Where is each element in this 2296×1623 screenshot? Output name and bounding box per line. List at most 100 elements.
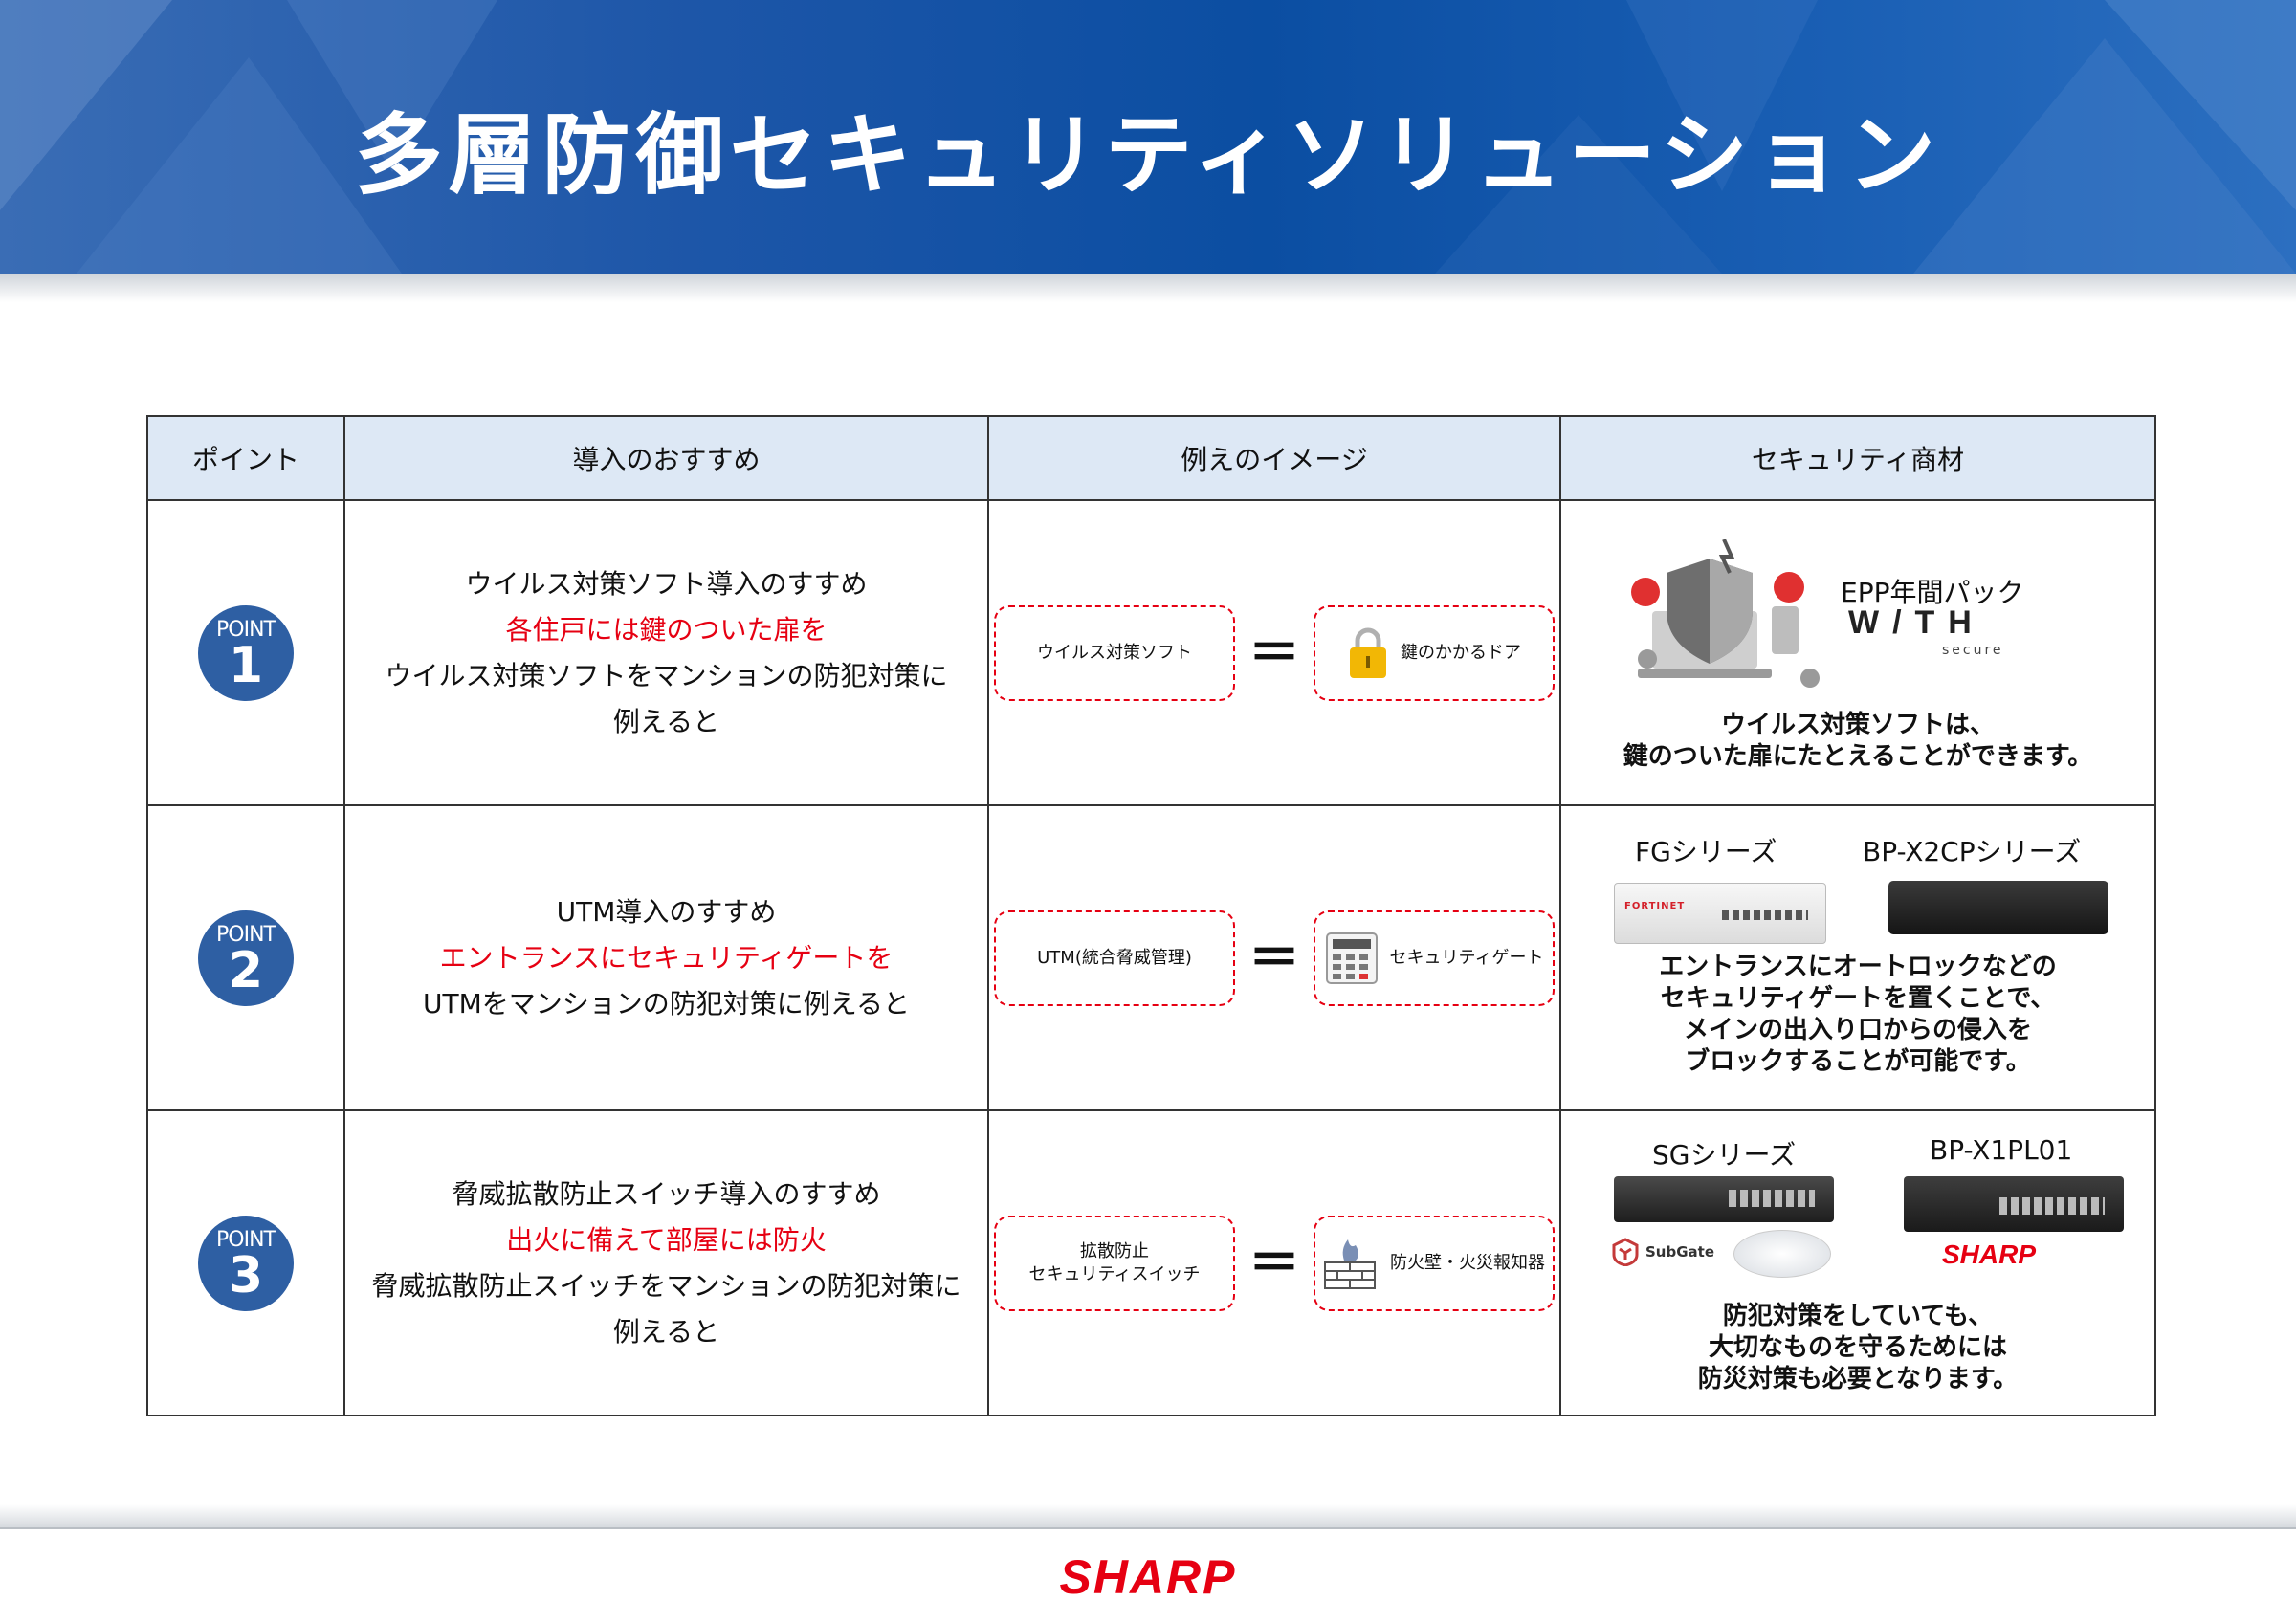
rec-line: 例えると [612,705,720,737]
product-name-sg: SGシリーズ [1652,1139,1797,1171]
rec-highlight: 出火に備えて部屋には防火 [506,1223,827,1256]
product-cell: EPP年間パック W/TH secure ウイルス対策ソフトは、 鍵のついた扉に… [1559,499,2156,806]
product-name-bpx2cp: BP-X2CPシリーズ [1863,836,2082,867]
analogy-right-label: セキュリティゲート [1389,947,1544,968]
point-cell: POINT 1 [146,499,345,806]
analogy-left-label: 拡散防止 [1080,1240,1149,1261]
analogy-left-box: ウイルス対策ソフト [994,604,1235,701]
footer-divider [0,1527,2296,1529]
padlock-icon [1350,627,1386,678]
subgate-shield-icon [1612,1238,1639,1266]
caption-line: ウイルス対策ソフトは、 [1720,711,1995,739]
shield-virus-icon [1631,539,1820,688]
badge-number: 1 [228,636,264,694]
product-caption: エントランスにオートロックなどの セキュリティゲートを置くことで、 メインの出入… [1561,952,2154,1078]
recommendation-text: UTM導入のすすめ エントランスにセキュリティゲートを UTMをマンションの防犯… [345,889,987,1027]
page-title: 多層防御セキュリティソリューション [354,104,1942,207]
product-cell: SGシリーズ BP-X1PL01 SubGate SHARP [1559,1109,2156,1416]
badge-label: POINT [216,922,276,947]
sg-device-image [1614,1176,1834,1222]
rec-line: UTMをマンションの防犯対策に例えると [423,987,910,1020]
header-banner: 多層防御セキュリティソリューション [0,0,2296,274]
header-point: ポイント [146,415,345,501]
analogy-right-box: 防火壁・火災報知器 [1314,1215,1555,1311]
analogy-left-box: 拡散防止 セキュリティスイッチ [994,1215,1235,1311]
header-shadow [0,274,2296,302]
subgate-logo: SubGate [1611,1238,1714,1266]
point-cell: POINT 3 [146,1109,345,1416]
analogy-left-label: セキュリティスイッチ [1028,1263,1201,1284]
equals-sign: ＝ [1248,927,1300,988]
badge-label: POINT [216,617,276,642]
equals-sign: ＝ [1248,1232,1300,1293]
header-image: 例えのイメージ [987,415,1561,501]
caption-line: 大切なものを守るためには [1708,1333,2007,1362]
analogy-right-box: 鍵のかかるドア [1314,604,1555,701]
product-caption: ウイルス対策ソフトは、 鍵のついた扉にたとえることができます。 [1561,710,2154,773]
analogy-right-box: セキュリティゲート [1314,910,1555,1006]
rec-line: 例えると [612,1315,720,1348]
sharp-logo-small: SHARP [1942,1239,2037,1269]
firewall-icon [1324,1239,1376,1289]
product-name-bpx1pl01: BP-X1PL01 [1930,1134,2073,1166]
recommendation-text: ウイルス対策ソフト導入のすすめ 各住戸には鍵のついた扉を ウイルス対策ソフトをマ… [345,561,987,745]
image-cell: ウイルス対策ソフト ＝ 鍵のかかるドア [987,499,1561,806]
brand-with: W/TH [1848,604,1985,641]
analogy-row: ウイルス対策ソフト ＝ 鍵のかかるドア [989,604,1559,701]
caption-line: エントランスにオートロックなどの [1659,953,2057,981]
caption-line: 防災対策も必要となります。 [1697,1365,2019,1393]
product-name-epp: EPP年間パック [1841,577,2024,608]
caption-line: セキュリティゲートを置くことで、 [1660,984,2056,1013]
badge-number: 3 [228,1246,264,1305]
analogy-right-label: 防火壁・火災報知器 [1390,1252,1545,1273]
fortinet-device-image: FORTINET [1614,883,1826,944]
badge-label: POINT [216,1227,276,1252]
recommendation-text: 脅威拡散防止スイッチ導入のすすめ 出火に備えて部屋には防火 脅威拡散防止スイッチ… [345,1172,987,1355]
table-row: POINT 1 ウイルス対策ソフト導入のすすめ 各住戸には鍵のついた扉を ウイル… [146,499,2156,806]
badge-number: 2 [228,941,264,999]
point-badge: POINT 3 [198,1215,294,1311]
header-pattern [0,0,2296,274]
bpx1pl01-device-image [1904,1176,2124,1232]
table-row: POINT 2 UTM導入のすすめ エントランスにセキュリティゲートを UTMを… [146,804,2156,1111]
header-recommendation: 導入のおすすめ [343,415,989,501]
analogy-right-label: 鍵のかかるドア [1401,642,1521,663]
sharp-logo: SHARP [1059,1550,1237,1604]
brand-with-sub: secure [1942,643,2004,658]
product-cell: FGシリーズ BP-X2CPシリーズ FORTINET エントランスにオートロッ… [1559,804,2156,1111]
point-badge: POINT 2 [198,910,294,1006]
point-badge: POINT 1 [198,604,294,701]
fortinet-logo: FORTINET [1624,901,1686,911]
comparison-table: ポイント 導入のおすすめ 例えのイメージ セキュリティ商材 POINT 1 ウイ… [146,415,2156,1416]
product-area: SGシリーズ BP-X1PL01 SubGate SHARP [1561,1111,2154,1415]
rec-line: UTM導入のすすめ [556,895,777,928]
intercom-keypad-icon [1325,932,1378,984]
recommendation-cell: 脅威拡散防止スイッチ導入のすすめ 出火に備えて部屋には防火 脅威拡散防止スイッチ… [343,1109,989,1416]
footer-band [0,1504,2296,1529]
recommendation-cell: ウイルス対策ソフト導入のすすめ 各住戸には鍵のついた扉を ウイルス対策ソフトをマ… [343,499,989,806]
image-cell: UTM(統合脅威管理) ＝ セキュリティゲート [987,804,1561,1111]
caption-line: 鍵のついた扉にたとえることができます。 [1623,742,2093,771]
rec-line: 脅威拡散防止スイッチ導入のすすめ [452,1177,881,1210]
rec-line: ウイルス対策ソフト導入のすすめ [465,567,868,600]
product-area: FGシリーズ BP-X2CPシリーズ FORTINET エントランスにオートロッ… [1561,806,2154,1109]
analogy-left-box: UTM(統合脅威管理) [994,910,1235,1006]
table-header-row: ポイント 導入のおすすめ 例えのイメージ セキュリティ商材 [146,415,2156,501]
point-cell: POINT 2 [146,804,345,1111]
caption-line: ブロックすることが可能です。 [1685,1047,2031,1076]
bpx2cp-device-image [1888,881,2108,934]
caption-line: メインの出入り口からの侵入を [1683,1016,2032,1044]
rec-line: 脅威拡散防止スイッチをマンションの防犯対策に [371,1269,961,1302]
rec-highlight: 各住戸には鍵のついた扉を [505,613,828,646]
analogy-left-label: UTM(統合脅威管理) [1037,947,1192,968]
image-cell: 拡散防止 セキュリティスイッチ ＝ 防火壁・火災報知器 [987,1109,1561,1416]
product-name-fg: FGシリーズ [1635,836,1777,867]
analogy-left-label: ウイルス対策ソフト [1037,642,1192,663]
header-product: セキュリティ商材 [1559,415,2156,501]
access-point-image [1733,1230,1831,1278]
subgate-label: SubGate [1645,1243,1714,1261]
analogy-row: UTM(統合脅威管理) ＝ セキュリティゲート [989,910,1559,1006]
rec-line: ウイルス対策ソフトをマンションの防犯対策に [385,659,948,691]
equals-sign: ＝ [1248,622,1300,683]
product-area: EPP年間パック W/TH secure ウイルス対策ソフトは、 鍵のついた扉に… [1561,501,2154,804]
